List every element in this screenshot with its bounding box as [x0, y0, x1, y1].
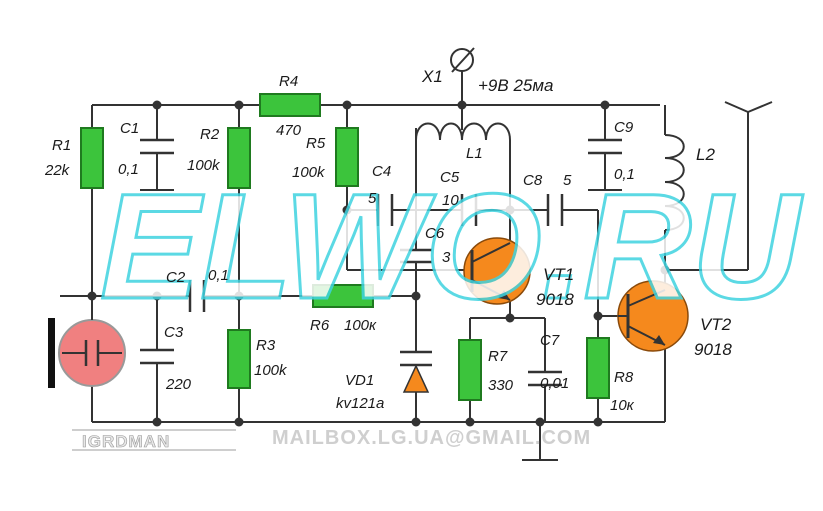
label-l2-name: L2	[696, 145, 715, 164]
label-vd1-name: VD1	[345, 372, 374, 389]
label-x1: X1	[421, 67, 443, 86]
label-c1-value: 0,1	[118, 161, 139, 178]
label-c2-value: 0,1	[208, 267, 229, 284]
labels: R1 22k C1 0,1 R2 100k R4 470 R5 100k C4 …	[44, 67, 732, 414]
label-r5-name: R5	[306, 135, 326, 152]
capacitor-c2	[188, 280, 206, 312]
label-r6-name: R6	[310, 317, 330, 334]
resistor-r8	[586, 337, 610, 399]
label-vt1-value: 9018	[536, 290, 574, 309]
capacitor-c1	[140, 138, 174, 191]
transistor-vt2	[617, 280, 689, 352]
label-c1-name: C1	[120, 120, 139, 137]
resistor-r5	[335, 127, 359, 187]
label-c9-value: 0,1	[614, 166, 635, 183]
footer: IGRDMAN MAILBOX.LG.UA@GMAIL.COM	[72, 427, 591, 451]
footer-logo: IGRDMAN	[82, 432, 170, 451]
label-r1-value: 22k	[44, 162, 71, 179]
label-c2-name: C2	[166, 269, 186, 286]
label-c9-name: C9	[614, 119, 634, 136]
label-r7-value: 330	[488, 377, 514, 394]
capacitor-c8	[546, 194, 564, 226]
inductor-l1	[415, 122, 511, 141]
label-c8-name: C8	[523, 172, 543, 189]
label-vt2-name: VT2	[700, 315, 732, 334]
label-c4-name: C4	[372, 163, 391, 180]
label-c5-value: 10	[442, 192, 459, 209]
label-c7-name: C7	[540, 332, 560, 349]
label-vt2-value: 9018	[694, 340, 732, 359]
label-r7-name: R7	[488, 348, 508, 365]
resistor-r4	[259, 93, 321, 117]
label-r2-value: 100k	[187, 157, 221, 174]
resistor-r2	[227, 127, 251, 189]
label-r1-name: R1	[52, 137, 71, 154]
microphone	[48, 296, 126, 388]
power-connector-x1	[450, 47, 475, 105]
resistor-r3	[227, 329, 251, 389]
label-c3-value: 220	[165, 376, 192, 393]
junctions	[87, 100, 670, 427]
label-r8-value: 10к	[610, 397, 635, 414]
label-c8-value: 5	[563, 172, 572, 189]
label-c6-name: C6	[425, 225, 445, 242]
capacitor-c9	[588, 138, 622, 191]
footer-email: MAILBOX.LG.UA@GMAIL.COM	[272, 427, 591, 449]
label-c3-name: C3	[164, 324, 184, 341]
label-r6-value: 100к	[344, 317, 377, 334]
label-vt1-name: VT1	[543, 265, 574, 284]
capacitor-c5	[460, 194, 478, 226]
capacitor-c4	[376, 194, 394, 226]
capacitor-c3	[140, 348, 174, 365]
resistor-r7	[458, 339, 482, 401]
transistor-vt1	[463, 237, 531, 305]
resistor-r1	[80, 127, 104, 189]
label-r5-value: 100k	[292, 164, 326, 181]
label-r2-name: R2	[200, 126, 220, 143]
inductor-l2	[664, 134, 685, 231]
label-l1-name: L1	[466, 145, 483, 162]
label-r4-value: 470	[276, 122, 302, 139]
label-r4-name: R4	[279, 73, 298, 90]
capacitors	[140, 138, 622, 387]
label-vd1-value: kv121a	[336, 395, 384, 412]
watermark-text: ELWO.RU	[100, 162, 804, 330]
label-c5-name: C5	[440, 169, 460, 186]
label-r3-name: R3	[256, 337, 276, 354]
capacitor-c7	[528, 370, 562, 387]
resistor-r6	[312, 284, 374, 308]
label-c6-value: 3	[442, 249, 451, 266]
label-r8-name: R8	[614, 369, 634, 386]
resistors	[80, 93, 610, 401]
label-supply: +9В 25ма	[478, 76, 553, 95]
capacitor-c6	[400, 248, 432, 264]
label-c7-value: 0,01	[540, 375, 569, 392]
varicap-vd1	[400, 350, 432, 393]
label-c4-value: 5	[368, 190, 377, 207]
label-r3-value: 100k	[254, 362, 288, 379]
